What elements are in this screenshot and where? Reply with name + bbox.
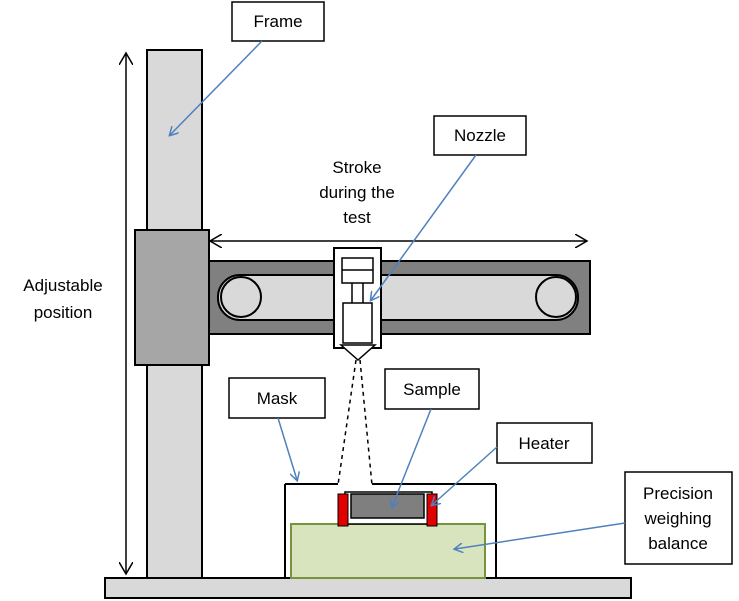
mask-label-text: Mask (257, 389, 298, 408)
heater-pointer (432, 446, 498, 505)
balance-label-line1: Precision (643, 484, 713, 503)
right-pulley (535, 276, 577, 318)
sample-label: Sample (384, 368, 480, 410)
nozzle-tip (339, 344, 377, 362)
heater-left (337, 493, 349, 527)
frame-label: Frame (231, 1, 325, 42)
balance-label-line3: balance (648, 534, 708, 553)
nozzle-label: Nozzle (433, 115, 527, 156)
nozzle-spray-right (359, 359, 373, 486)
nozzle-pointer (371, 154, 477, 300)
belt-loop (217, 274, 579, 321)
sample-label-text: Sample (403, 380, 461, 399)
frame-label-text: Frame (253, 12, 302, 31)
nozzle-label-text: Nozzle (454, 126, 506, 145)
stroke-label-line2: during the (319, 183, 395, 202)
nozzle-body (342, 302, 373, 344)
heater-label: Heater (496, 422, 593, 464)
heater-label-text: Heater (518, 434, 569, 453)
precision-balance (290, 523, 486, 579)
adjustable-label-bg (12, 270, 116, 328)
stroke-label-line1: Stroke (332, 158, 381, 177)
sample (350, 493, 425, 519)
base-plate (104, 577, 632, 599)
mask-label: Mask (228, 377, 326, 419)
balance-pointer (455, 522, 626, 549)
balance-label: Precision weighing balance (624, 471, 733, 565)
balance-label-line2: weighing (643, 509, 711, 528)
stroke-label-line3: test (343, 208, 371, 227)
frame-pointer (170, 40, 263, 135)
mask-pointer (277, 417, 297, 480)
sample-pointer (392, 408, 432, 507)
adjustable-label-line2: position (34, 303, 93, 322)
heater-right (426, 493, 438, 527)
column-carriage (134, 229, 210, 366)
adjustable-label-line1: Adjustable (23, 276, 102, 295)
nozzle-spray-left (337, 359, 357, 486)
left-pulley (220, 276, 262, 318)
